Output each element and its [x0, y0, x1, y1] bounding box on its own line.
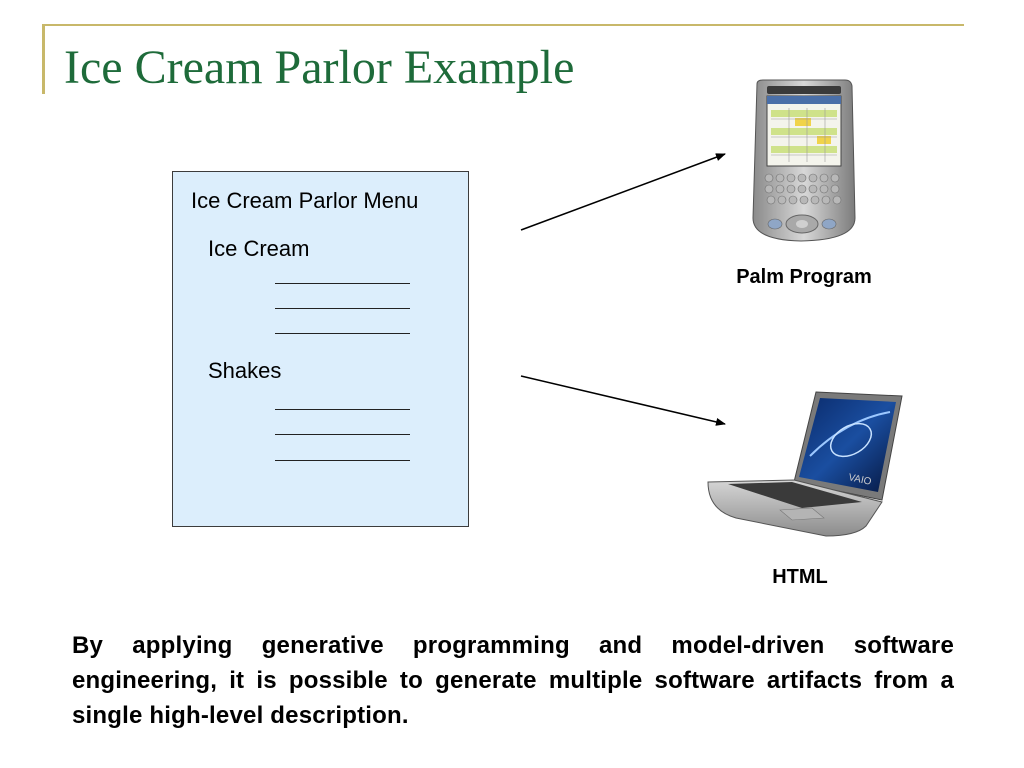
arrow-to-palm: [520, 153, 726, 231]
svg-text:VAIO: VAIO: [847, 472, 872, 488]
laptop-icon: VAIO: [707, 391, 903, 537]
slide-frame-left-rule: [42, 24, 45, 94]
menu-blank-line: [275, 333, 410, 334]
slide-title: Ice Cream Parlor Example: [64, 41, 575, 94]
pda-icon: [752, 79, 856, 242]
menu-blank-line: [275, 308, 410, 309]
menu-section-shakes: Shakes: [208, 358, 282, 383]
slide-frame-top-rule: [44, 24, 964, 26]
slide-description: By applying generative programming and m…: [72, 632, 954, 729]
menu-blank-line: [275, 460, 410, 461]
menu-document: Ice Cream Parlor Menu Ice Cream Shakes: [172, 171, 469, 527]
menu-blank-line: [275, 283, 410, 284]
menu-blank-line: [275, 409, 410, 410]
palm-program-label: Palm Program: [736, 266, 872, 288]
menu-title: Ice Cream Parlor Menu: [191, 188, 419, 213]
menu-section-ice-cream: Ice Cream: [208, 236, 310, 261]
menu-blank-line: [275, 434, 410, 435]
html-label: HTML: [772, 566, 828, 588]
arrow-to-html: [520, 375, 726, 426]
